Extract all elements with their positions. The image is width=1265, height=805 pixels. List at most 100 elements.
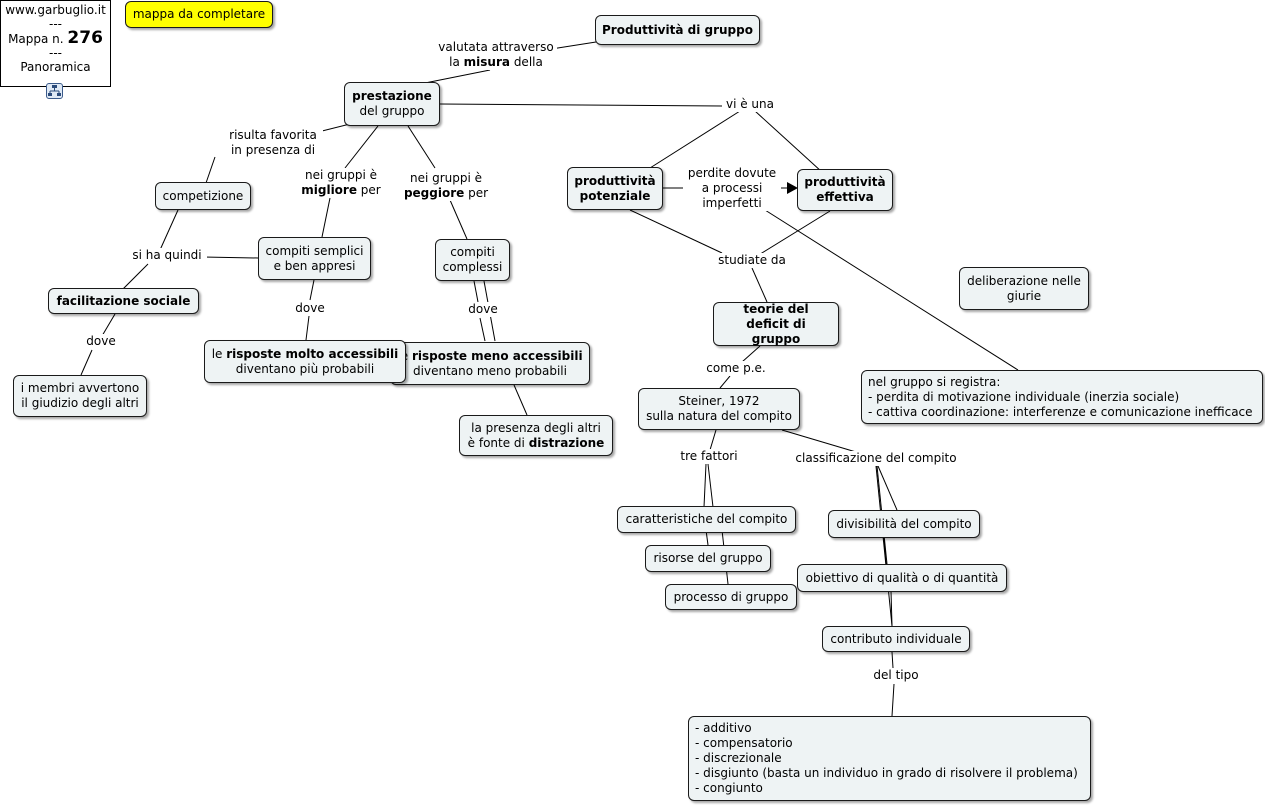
link-risulta-favorita: risulta favorita in presenza di xyxy=(223,128,323,158)
deliberazione-line2: giurie xyxy=(1006,288,1042,303)
steiner-line1: Steiner, 1972 xyxy=(678,394,760,408)
facilitazione-node[interactable]: facilitazione sociale xyxy=(48,288,199,314)
produttivita-potenziale-node[interactable]: produttività potenziale xyxy=(567,167,663,210)
peggiore-bold: peggiore xyxy=(403,186,465,200)
classificazione-text: classificazione del compito xyxy=(795,451,957,465)
meno-line2: diventano meno probabili xyxy=(413,363,567,378)
dove-complessi-text: dove xyxy=(468,302,498,316)
membri-line2: il giudizio degli altri xyxy=(21,396,139,410)
migliore-suffix: per xyxy=(356,183,381,197)
perdite-line2: a processi xyxy=(701,181,763,195)
obiettivo-text: obiettivo di qualità o di quantità xyxy=(805,570,999,585)
teorie-line1: teorie del xyxy=(743,301,809,316)
caratteristiche-node[interactable]: caratteristiche del compito xyxy=(617,506,796,533)
competizione-node[interactable]: competizione xyxy=(155,182,251,210)
effettiva-line1: produttività xyxy=(804,175,886,189)
site-link[interactable]: www.garbuglio.it xyxy=(5,3,106,17)
risorse-node[interactable]: risorse del gruppo xyxy=(645,545,771,572)
deliberazione-line1: deliberazione nelle xyxy=(967,273,1081,288)
steiner-line2: sulla natura del compito xyxy=(646,409,792,423)
semplici-line1: compiti semplici xyxy=(265,243,364,258)
tipo-compensatorio: - compensatorio xyxy=(695,736,793,750)
perdite-line1: perdite dovute xyxy=(687,166,777,180)
risposte-molto-node[interactable]: le risposte molto accessibili diventano … xyxy=(204,340,406,383)
registra-node[interactable]: nel gruppo si registra: - perdita di mot… xyxy=(861,370,1263,424)
registra-line2: - perdita di motivazione individuale (in… xyxy=(868,389,1180,404)
favorita-line2: in presenza di xyxy=(230,143,316,157)
badge-text: mappa da completare xyxy=(132,7,266,21)
dove-facilitazione-text: dove xyxy=(86,334,116,348)
teorie-deficit-node[interactable]: teorie del deficit di gruppo xyxy=(713,302,839,346)
map-number-line: Mappa n. 276 xyxy=(1,28,110,48)
prestazione-node[interactable]: prestazione del gruppo xyxy=(344,82,440,126)
deliberazione-node[interactable]: deliberazione nelle giurie xyxy=(959,267,1089,310)
migliore-line1: nei gruppi è xyxy=(304,168,378,182)
tipi-contributo-node[interactable]: - additivo - compensatorio - discreziona… xyxy=(688,716,1091,801)
competizione-text: competizione xyxy=(162,188,244,203)
migliore-bold: migliore xyxy=(301,183,357,197)
tipo-disgiunto: - disgiunto (basta un individuo in grado… xyxy=(695,766,1078,780)
overview-link[interactable]: Panoramica xyxy=(20,60,91,74)
favorita-line1: risulta favorita xyxy=(229,128,317,142)
del-tipo-text: del tipo xyxy=(873,668,919,682)
root-concept[interactable]: Produttività di gruppo xyxy=(595,15,760,45)
distrazione-prefix: è fonte di xyxy=(467,435,529,450)
perdite-line3: imperfetti xyxy=(702,196,762,210)
link-perdite: perdite dovute a processi imperfetti xyxy=(683,166,781,211)
tre-fattori-text: tre fattori xyxy=(680,449,738,463)
risorse-text: risorse del gruppo xyxy=(653,551,763,565)
link-dove-complessi: dove xyxy=(462,302,504,317)
obiettivo-node[interactable]: obiettivo di qualità o di quantità xyxy=(797,564,1007,592)
distrazione-node[interactable]: la presenza degli altri è fonte di distr… xyxy=(459,415,613,456)
map-overview-icon[interactable] xyxy=(46,83,63,99)
root-concept-text: Produttività di gruppo xyxy=(602,22,753,37)
compiti-semplici-node[interactable]: compiti semplici e ben appresi xyxy=(258,237,371,280)
processo-node[interactable]: processo di gruppo xyxy=(665,584,797,610)
link-del-tipo: del tipo xyxy=(867,668,925,683)
semplici-line2: e ben appresi xyxy=(273,258,356,273)
molto-prefix: le xyxy=(211,346,227,361)
risposte-meno-node[interactable]: le risposte meno accessibili diventano m… xyxy=(390,342,590,385)
dove-semplici-text: dove xyxy=(295,301,325,315)
separator-top: --- xyxy=(49,17,62,31)
complessi-line1: compiti xyxy=(450,245,495,259)
valutata-bold: misura xyxy=(463,55,510,69)
link-studiate-da: studiate da xyxy=(712,253,792,268)
link-si-ha-quindi: si ha quindi xyxy=(127,248,207,263)
map-info-box: www.garbuglio.it --- Mappa n. 276 --- Pa… xyxy=(0,0,111,87)
incomplete-map-badge: mappa da completare xyxy=(125,1,273,28)
potenziale-line1: produttività xyxy=(574,173,656,188)
tipo-congiunto: - congiunto xyxy=(695,781,763,795)
molto-bold: risposte molto accessibili xyxy=(226,346,399,361)
potenziale-line2: potenziale xyxy=(579,188,651,203)
effettiva-line2: effettiva xyxy=(816,190,874,204)
link-valutata: valutata attraverso la misura della xyxy=(435,40,557,70)
link-come-pe: come p.e. xyxy=(700,361,772,376)
peggiore-suffix: per xyxy=(464,186,489,200)
map-number: 276 xyxy=(67,28,103,48)
separator-bottom: --- xyxy=(49,46,62,60)
steiner-node[interactable]: Steiner, 1972 sulla natura del compito xyxy=(638,388,800,430)
prestazione-line2: del gruppo xyxy=(359,104,425,118)
compiti-complessi-node[interactable]: compiti complessi xyxy=(435,239,510,281)
processo-text: processo di gruppo xyxy=(673,589,789,604)
contributo-node[interactable]: contributo individuale xyxy=(822,626,970,652)
si-ha-quindi-text: si ha quindi xyxy=(132,248,202,262)
contributo-text: contributo individuale xyxy=(830,631,962,646)
link-dove-semplici: dove xyxy=(289,301,331,316)
membri-node[interactable]: i membri avvertono il giudizio degli alt… xyxy=(13,375,147,417)
distrazione-line1: la presenza degli altri xyxy=(471,420,601,435)
link-migliore: nei gruppi è migliore per xyxy=(294,168,388,198)
membri-line1: i membri avvertono xyxy=(20,381,140,395)
produttivita-effettiva-node[interactable]: produttività effettiva xyxy=(797,169,893,211)
peggiore-line1: nei gruppi è xyxy=(409,171,483,185)
link-classificazione: classificazione del compito xyxy=(790,451,962,466)
valutata-suffix: della xyxy=(510,55,543,69)
divisibilita-node[interactable]: divisibilità del compito xyxy=(828,510,980,538)
map-label: Mappa n. xyxy=(8,32,64,46)
registra-line3: - cattiva coordinazione: interferenze e … xyxy=(868,404,1253,419)
link-peggiore: nei gruppi è peggiore per xyxy=(398,171,494,201)
meno-bold: risposte meno accessibili xyxy=(411,348,583,363)
divisibilita-text: divisibilità del compito xyxy=(836,516,972,531)
